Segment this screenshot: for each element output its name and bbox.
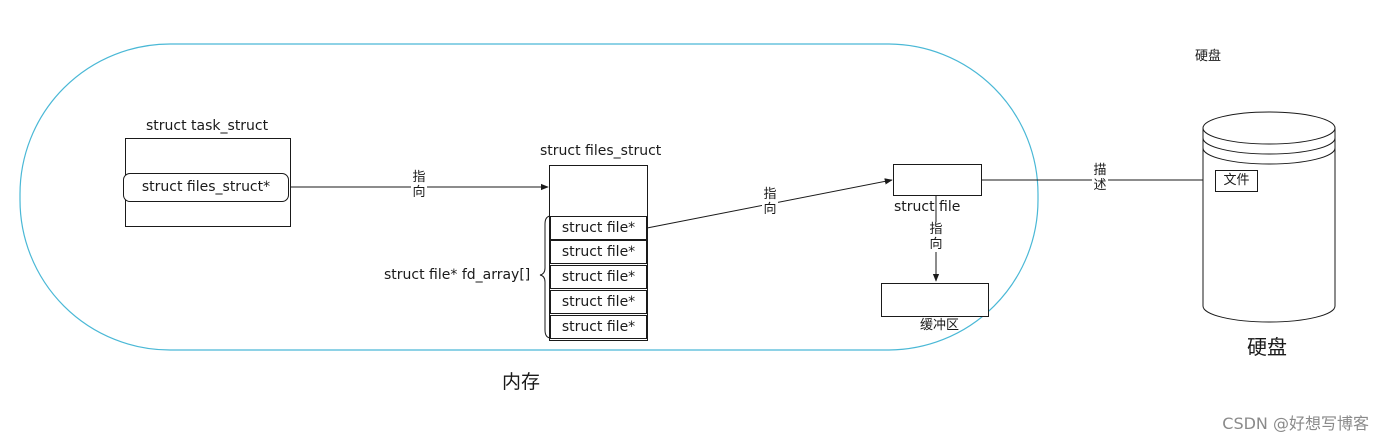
task-files-field: struct files_struct* [123, 173, 289, 202]
disk-top-label: 硬盘 [1195, 49, 1222, 64]
points-to-label-3: 指 向 [928, 222, 944, 252]
disk-cylinder [1202, 111, 1336, 323]
buffer-box [881, 283, 989, 317]
fd-array-brace [539, 215, 552, 339]
disk-file-label: 文件 [1223, 173, 1250, 188]
fd-array-slot: struct file* [550, 265, 647, 289]
files-struct-title: struct files_struct [540, 143, 662, 159]
buffer-label: 缓冲区 [920, 318, 960, 333]
fd-array-label: struct file* fd_array[] [384, 267, 531, 283]
fd-array-slot: struct file* [550, 216, 647, 240]
file-struct-box [893, 164, 982, 196]
fd-array-slot: struct file* [550, 290, 647, 314]
memory-region-border [19, 43, 1039, 351]
fd-array-slot: struct file* [550, 315, 647, 339]
describes-label: 描 述 [1092, 163, 1108, 193]
disk-bottom-label: 硬盘 [1247, 335, 1287, 359]
watermark: CSDN @好想写博客 [1222, 414, 1369, 433]
task-struct-title: struct task_struct [146, 118, 269, 134]
points-to-label-2: 指 向 [762, 187, 778, 217]
memory-region-label: 内存 [502, 371, 541, 393]
points-to-label-1: 指 向 [411, 170, 427, 200]
file-struct-label: struct file [894, 199, 961, 215]
task-files-field-label: struct files_struct* [141, 179, 271, 195]
disk-file-box: 文件 [1215, 170, 1258, 192]
fd-array-slot: struct file* [550, 240, 647, 264]
